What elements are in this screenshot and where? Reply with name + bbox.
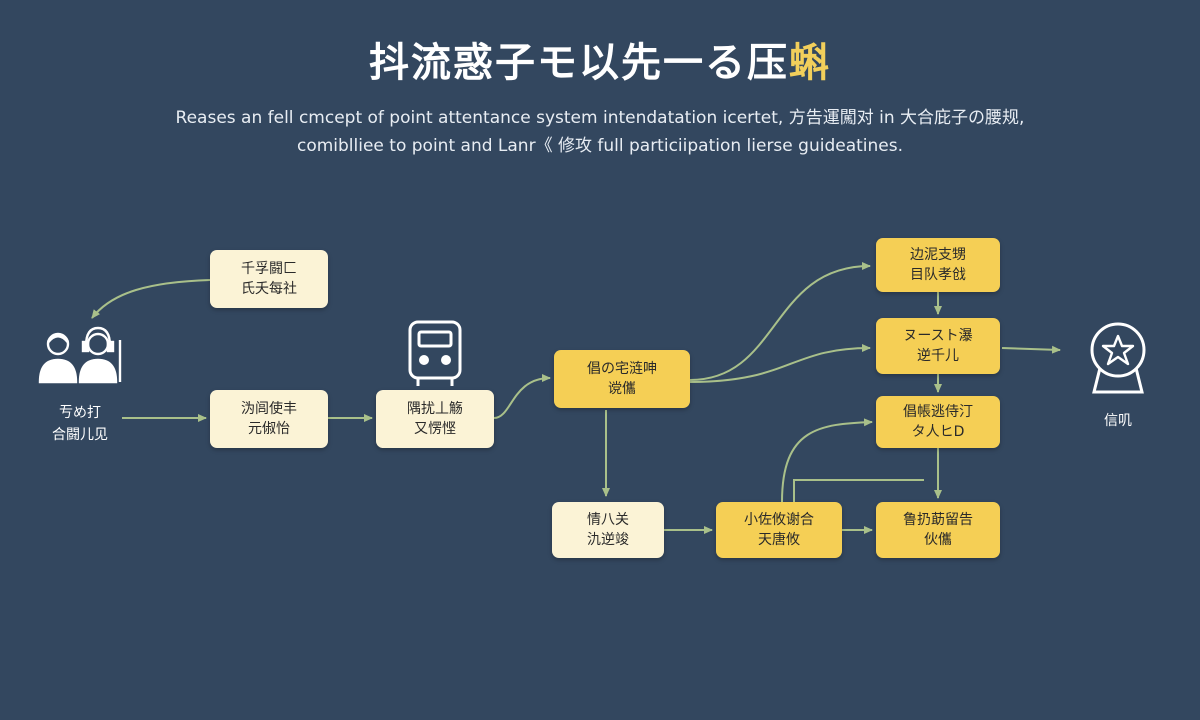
people-icon xyxy=(38,326,122,384)
title-main: 抖流惑子モ以先一る压 xyxy=(369,40,789,86)
page-title: 抖流惑子モ以先一る压蝌 xyxy=(0,30,1200,88)
edge-n1-to-people xyxy=(91,279,211,319)
node-2: 沩闾使丰 元俶怡 xyxy=(210,390,328,448)
subtitle-line-2: comiblliee to point and Lanr《 修攻 full pa… xyxy=(296,136,903,156)
right-label: 信叽 xyxy=(1104,413,1132,429)
subtitle: Reases an fell cmcept of point attentanc… xyxy=(100,104,1100,160)
node-10: 鲁扔莇留告 伙儶 xyxy=(876,502,1000,558)
edge-n3-to-n4 xyxy=(493,374,551,419)
edge-n8-to-right xyxy=(1001,345,1061,354)
node-6: 小佐攸谢合 天唐攸 xyxy=(716,502,842,558)
left-label: 亐め打 合闘儿见 xyxy=(52,405,108,443)
terminal-icon xyxy=(408,320,462,386)
node-9: 倡帳逃侍汀 タ人ヒD xyxy=(876,396,1000,448)
node-4: 倡の宅涟呻 谠儶 xyxy=(554,350,690,408)
node-8: ヌースト瀑 逆千儿 xyxy=(876,318,1000,374)
node-7: 边泥支甥 目队孝戗 xyxy=(876,238,1000,292)
edge-n6-loop xyxy=(793,479,924,502)
title-accent: 蝌 xyxy=(789,40,831,86)
node-5: 情八关 氿逆竣 xyxy=(552,502,664,558)
star-badge-icon xyxy=(1090,322,1146,394)
node-1: 千孚闘匚 氏夭每社 xyxy=(210,250,328,308)
edge-n4-to-n8 xyxy=(689,344,871,383)
edge-n6-to-n9 xyxy=(781,418,873,503)
edge-n4-to-n7 xyxy=(689,262,871,381)
subtitle-line-1: Reases an fell cmcept of point attentanc… xyxy=(175,108,1025,128)
node-3: 隅扰丄觞 又愣悭 xyxy=(376,390,494,448)
